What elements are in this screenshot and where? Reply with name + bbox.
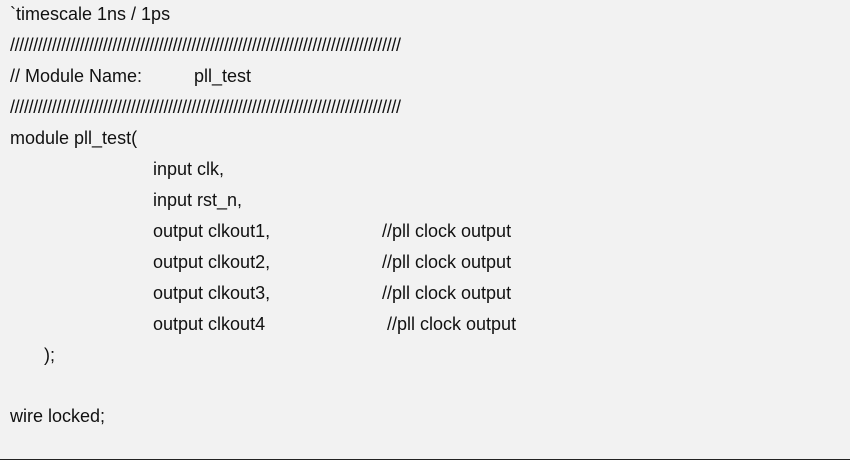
port-line: output clkout4 [153, 314, 266, 334]
port-line: input rst_n, [153, 190, 243, 210]
module-name-label: // Module Name: [10, 66, 143, 86]
port-line: output clkout2, [153, 252, 271, 272]
close-paren: ); [44, 345, 55, 365]
port-comment: //pll clock output [387, 314, 517, 334]
timescale-line: `timescale 1ns / 1ps [10, 4, 171, 24]
module-name-value: pll_test [194, 66, 252, 86]
wire-declaration: wire locked; [10, 406, 106, 426]
port-comment: //pll clock output [382, 252, 512, 272]
port-line: output clkout3, [153, 283, 271, 303]
port-comment: //pll clock output [382, 221, 512, 241]
port-line: input clk, [153, 159, 225, 179]
port-line: output clkout1, [153, 221, 271, 241]
separator-line-bottom: ////////////////////////////////////////… [10, 97, 401, 117]
module-declaration: module pll_test( [10, 128, 138, 148]
port-comment: //pll clock output [382, 283, 512, 303]
separator-line-top: ////////////////////////////////////////… [10, 35, 401, 55]
